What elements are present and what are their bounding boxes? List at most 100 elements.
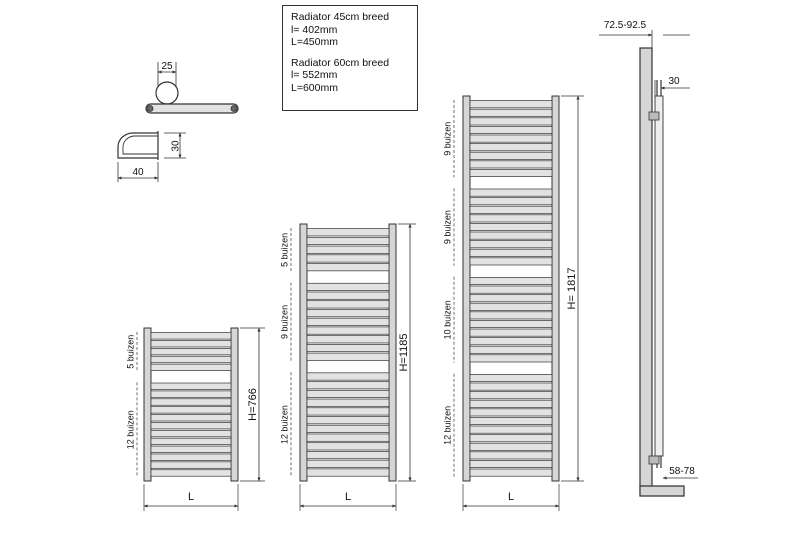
width-dim-label: L <box>188 491 194 503</box>
radiator-tube <box>306 372 390 381</box>
radiator-tube <box>306 459 390 468</box>
radiator-tube <box>469 382 553 391</box>
radiator-tube <box>469 100 553 109</box>
radiator-tube <box>469 231 553 240</box>
spec-60-L: L=600mm <box>291 81 338 94</box>
spec-60-title: Radiator 60cm breed <box>291 56 390 69</box>
radiator-tube <box>469 151 553 160</box>
radiator-tube <box>306 326 390 335</box>
spec-box: Radiator 45cm breed l= 402mm L=450mm Rad… <box>282 5 418 111</box>
radiator-tube <box>469 442 553 451</box>
radiator-tube <box>469 240 553 249</box>
radiator-tube <box>469 117 553 126</box>
radiator-tube <box>469 197 553 206</box>
radiator-tube <box>306 416 390 425</box>
width-dim-label: L <box>345 491 351 503</box>
dim-top-label: 25 <box>161 61 173 72</box>
wall-bracket-top <box>648 111 660 121</box>
section-tube-count-label: 10 buizen <box>442 300 452 339</box>
radiator-rail-left <box>299 223 308 482</box>
height-dim-label: H=766 <box>247 388 259 421</box>
radiator-rail-left <box>462 95 471 482</box>
radiator-tube <box>306 254 390 263</box>
dim-side-label: 30 <box>171 140 182 152</box>
radiator-rail-right <box>388 223 397 482</box>
spec-45-L: L=450mm <box>291 36 338 48</box>
radiator-rail-right <box>230 327 239 482</box>
radiator-tube <box>469 169 553 177</box>
radiator-tube <box>469 143 553 152</box>
radiator-tube <box>306 300 390 309</box>
radiator-tube <box>469 108 553 117</box>
section-tube-count-label: 12 buizen <box>125 410 135 449</box>
radiator-tube <box>469 294 553 303</box>
radiator-tube <box>150 422 232 430</box>
side-dim-bottom-label: 58-78 <box>669 466 695 477</box>
side-view: 72.5-92.5 30 58-78 <box>599 20 698 497</box>
section-tube-count-label: 12 buizen <box>279 405 289 444</box>
radiator-tube <box>150 348 232 356</box>
radiator-tube <box>469 460 553 468</box>
radiator-tube <box>306 317 390 326</box>
radiator-tube <box>469 126 553 134</box>
height-dim-label: H=1185 <box>398 333 410 371</box>
bar-end-cap <box>230 105 238 112</box>
radiator-tube <box>306 309 390 318</box>
section-tube-count-label: 9 buizen <box>442 210 452 244</box>
radiator-tube <box>469 160 553 169</box>
radiator-tube <box>469 248 553 257</box>
radiator-tube <box>150 406 232 414</box>
radiator-tube <box>469 354 553 363</box>
u-profile <box>117 132 158 159</box>
radiator-tube <box>469 408 553 417</box>
radiator-tube <box>150 429 232 438</box>
tube-cross-section-detail: 25 30 40 <box>117 61 239 182</box>
radiator-tube <box>469 320 553 328</box>
radiator-tube <box>469 374 553 382</box>
radiator-tube <box>306 442 390 451</box>
height-dim-label: H= 1817 <box>566 268 578 310</box>
side-dim-top-label: 72.5-92.5 <box>604 20 647 31</box>
radiator-tube <box>306 335 390 344</box>
radiator-tube <box>150 390 232 398</box>
tube-circle <box>155 81 179 105</box>
radiator-3: 9 buizen 9 buizen 10 buizen 12 buizen H= 181… <box>442 95 584 511</box>
radiator-tube <box>150 398 232 406</box>
radiator-tube <box>306 352 390 361</box>
radiator-tube <box>150 332 232 340</box>
radiator-tube <box>469 425 553 434</box>
radiator-tube <box>469 214 553 223</box>
section-tube-count-label: 9 buizen <box>279 305 289 339</box>
radiator-tube <box>306 282 390 291</box>
tube-bar <box>145 103 239 114</box>
radiator-tube <box>306 263 390 272</box>
radiator-tube <box>469 345 553 354</box>
section-tube-count-label: 9 buizen <box>442 122 452 156</box>
radiator-tube <box>469 399 553 408</box>
radiator-tube <box>150 363 232 371</box>
radiator-tube <box>306 389 390 398</box>
spec-45-l: l= 402mm <box>291 23 338 36</box>
radiator-tube <box>469 257 553 266</box>
radiator-tube <box>306 451 390 460</box>
radiator-rail-left <box>143 327 152 482</box>
radiator-tube <box>306 291 390 300</box>
radiator-tube <box>150 445 232 453</box>
radiator-tube <box>306 468 390 477</box>
radiator-tube <box>469 311 553 320</box>
radiator-tube <box>469 302 553 311</box>
radiator-tube <box>469 337 553 346</box>
radiator-tube <box>306 424 390 433</box>
radiator-tube <box>150 382 232 390</box>
radiator-tube <box>469 328 553 337</box>
section-tube-count-label: 12 buizen <box>442 406 452 445</box>
radiator-tube <box>306 228 390 237</box>
radiator-tube <box>469 417 553 425</box>
radiator-tube <box>306 407 390 416</box>
radiator-tube <box>306 398 390 407</box>
radiator-rail-right <box>551 95 560 482</box>
floor-bracket <box>639 485 685 497</box>
radiator-tube <box>150 437 232 446</box>
